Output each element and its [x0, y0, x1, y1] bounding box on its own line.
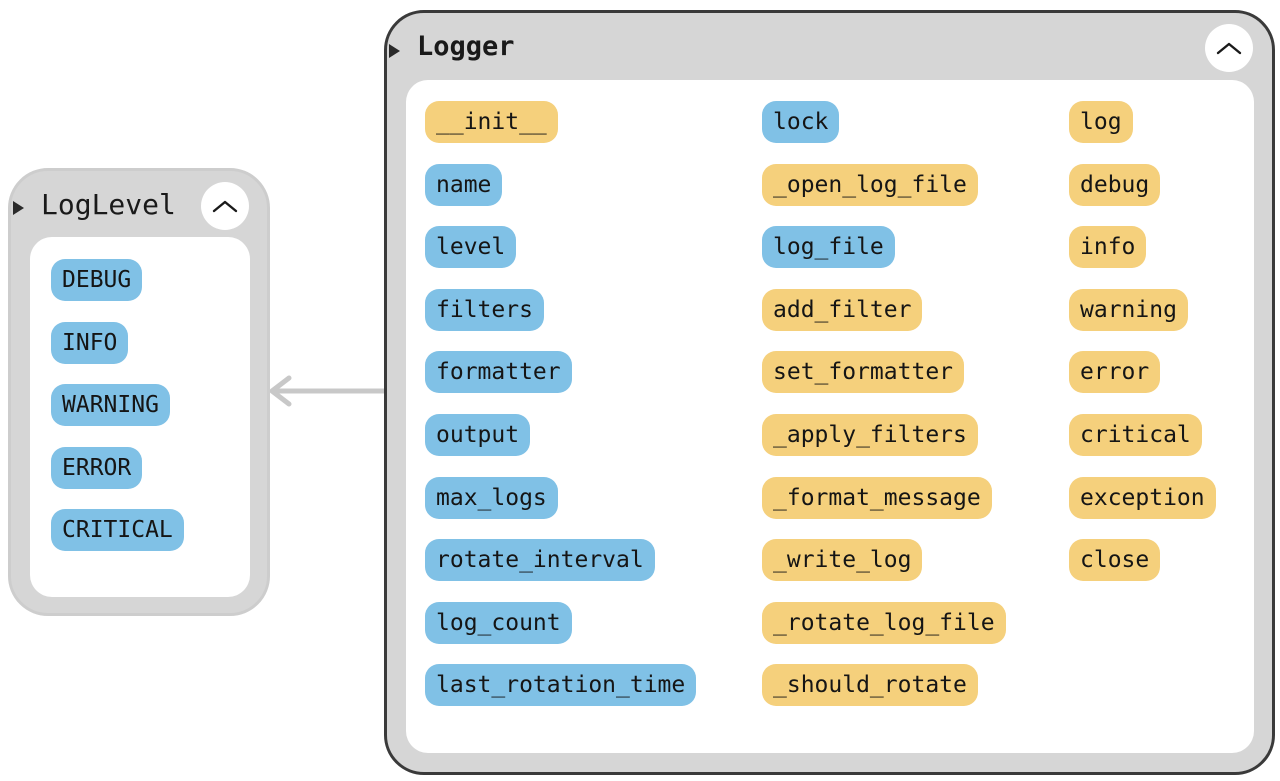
member-method[interactable]: exception [1069, 477, 1216, 519]
member-method[interactable]: _open_log_file [762, 164, 978, 206]
member-attribute[interactable]: output [425, 414, 531, 456]
member-method[interactable]: close [1069, 539, 1161, 581]
member-attribute[interactable]: DEBUG [51, 259, 143, 301]
member-method[interactable]: info [1069, 226, 1147, 268]
chevron-up-icon [212, 200, 238, 213]
member-method[interactable]: add_filter [762, 289, 923, 331]
triangle-right-icon[interactable] [389, 44, 400, 58]
class-card-loglevel[interactable]: LogLevel DEBUG INFO WARNING ERROR CRITIC… [8, 168, 270, 616]
member-attribute[interactable]: INFO [51, 322, 129, 364]
class-card-logger[interactable]: Logger __init__ name level filters forma… [384, 10, 1275, 775]
member-method[interactable]: _format_message [762, 477, 992, 519]
member-attribute[interactable]: level [425, 226, 517, 268]
member-attribute[interactable]: CRITICAL [51, 509, 184, 551]
relation-arrowhead [269, 375, 292, 407]
member-method[interactable]: error [1069, 351, 1161, 393]
member-method[interactable]: critical [1069, 414, 1202, 456]
member-method[interactable]: debug [1069, 164, 1161, 206]
member-attribute[interactable]: last_rotation_time [425, 664, 697, 706]
member-method[interactable]: _write_log [762, 539, 923, 581]
member-attribute[interactable]: rotate_interval [425, 539, 655, 581]
member-method[interactable]: _apply_filters [762, 414, 978, 456]
member-list: DEBUG INFO WARNING ERROR CRITICAL [30, 237, 250, 597]
member-attribute[interactable]: WARNING [51, 384, 170, 426]
class-title: LogLevel [41, 188, 176, 221]
member-method[interactable]: log [1069, 101, 1133, 143]
member-method[interactable]: set_formatter [762, 351, 965, 393]
member-method[interactable]: __init__ [425, 101, 558, 143]
member-attribute[interactable]: filters [425, 289, 544, 331]
member-method[interactable]: warning [1069, 289, 1188, 331]
collapse-button[interactable] [1205, 24, 1253, 72]
member-attribute[interactable]: formatter [425, 351, 572, 393]
member-attribute[interactable]: lock [762, 101, 840, 143]
chevron-up-icon [1216, 42, 1242, 55]
member-method[interactable]: _rotate_log_file [762, 602, 1006, 644]
member-method[interactable]: _should_rotate [762, 664, 978, 706]
member-list: __init__ name level filters formatter ou… [406, 80, 1254, 753]
member-attribute[interactable]: log_count [425, 602, 572, 644]
class-title: Logger [417, 31, 515, 62]
member-attribute[interactable]: name [425, 164, 503, 206]
member-attribute[interactable]: ERROR [51, 447, 143, 489]
triangle-right-icon[interactable] [13, 201, 24, 215]
member-attribute[interactable]: log_file [762, 226, 895, 268]
member-attribute[interactable]: max_logs [425, 477, 558, 519]
collapse-button[interactable] [201, 182, 249, 230]
